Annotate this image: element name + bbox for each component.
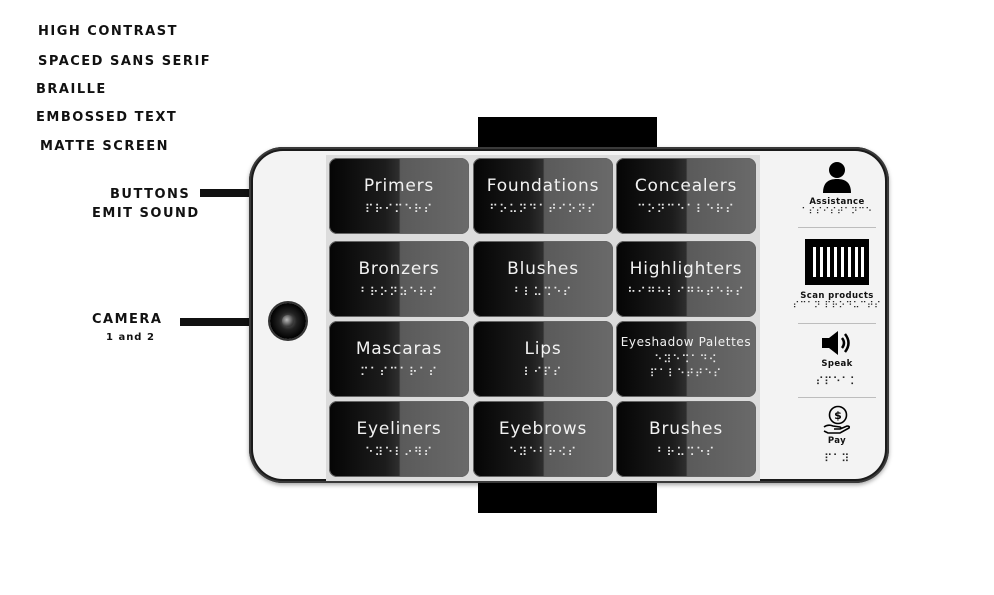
category-button-eyeshadow-palettes[interactable]: Eyeshadow Palettes ⠑⠽⠑⠩⠁⠙⠪ ⠏⠁⠇⠑⠞⠞⠑⠎ [616,321,756,397]
speaker-icon [822,331,850,355]
category-label: Eyeliners [356,419,442,439]
scan-products-button[interactable]: Scan products ⠎⠉⠁⠝ ⠏⠗⠕⠙⠥⠉⠞⠎ [792,239,882,311]
category-braille: ⠑⠽⠑⠇⠔⠻⠎ [364,445,434,459]
category-braille: ⠓⠊⠛⠓⠇⠊⠛⠓⠞⠑⠗⠎ [627,285,745,299]
category-button-bronzers[interactable]: Bronzers ⠃⠗⠕⠝⠵⠑⠗⠎ [329,241,469,317]
category-braille: ⠉⠕⠝⠉⠑⠁⠇⠑⠗⠎ [637,202,735,216]
category-label: Brushes [649,419,723,439]
device-strap-top [478,117,657,151]
category-button-foundations[interactable]: Foundations ⠋⠕⠥⠝⠙⠁⠞⠊⠕⠝⠎ [473,158,613,234]
assistance-label: Assistance [809,197,865,207]
device-strap-bottom [478,479,657,513]
category-button-blushes[interactable]: Blushes ⠃⠇⠥⠩⠑⠎ [473,241,613,317]
assistance-button[interactable]: Assistance ⠁⠎⠎⠊⠎⠞⠁⠝⠉⠑ [792,161,882,217]
category-button-concealers[interactable]: Concealers ⠉⠕⠝⠉⠑⠁⠇⠑⠗⠎ [616,158,756,234]
category-label: Eyebrows [498,419,588,439]
category-braille: ⠋⠕⠥⠝⠙⠁⠞⠊⠕⠝⠎ [489,202,597,216]
scan-products-braille: ⠎⠉⠁⠝ ⠏⠗⠕⠙⠥⠉⠞⠎ [792,301,882,311]
feature-matte-screen: MATTE SCREEN [40,139,169,154]
feature-high-contrast: HIGH CONTRAST [38,24,178,39]
scan-products-label: Scan products [800,291,874,301]
category-braille: ⠃⠇⠥⠩⠑⠎ [513,285,573,299]
category-label: Lips [524,339,562,359]
sidebar-divider [798,227,876,228]
category-braille: ⠑⠽⠑⠃⠗⠪⠎ [508,445,578,459]
sidebar-divider [798,323,876,324]
buttons-callout-line2: EMIT SOUND [92,206,200,221]
sidebar-divider [798,397,876,398]
camera-glass [282,315,294,327]
camera-callout-line1: CAMERA [92,312,163,327]
category-label: Blushes [507,259,579,279]
category-button-lips[interactable]: Lips ⠇⠊⠏⠎ [473,321,613,397]
person-icon [823,162,851,193]
feature-spaced-sans-serif: SPACED SANS SERIF [38,54,212,69]
speak-braille: ⠎⠏⠑⠁⠅ [815,375,859,388]
category-braille: ⠍⠁⠎⠉⠁⠗⠁⠎ [359,365,439,379]
camera-lens-icon [270,303,306,339]
pay-label: Pay [827,436,847,446]
category-button-mascaras[interactable]: Mascaras ⠍⠁⠎⠉⠁⠗⠁⠎ [329,321,469,397]
category-grid: Primers ⠏⠗⠊⠍⠑⠗⠎ Foundations ⠋⠕⠥⠝⠙⠁⠞⠊⠕⠝⠎ … [326,155,760,481]
category-braille: ⠃⠗⠥⠩⠑⠎ [656,445,716,459]
category-label: Highlighters [629,259,743,279]
category-button-eyebrows[interactable]: Eyebrows ⠑⠽⠑⠃⠗⠪⠎ [473,401,613,477]
speak-button[interactable]: Speak ⠎⠏⠑⠁⠅ [792,329,882,387]
category-braille: ⠃⠗⠕⠝⠵⠑⠗⠎ [359,285,439,299]
category-button-primers[interactable]: Primers ⠏⠗⠊⠍⠑⠗⠎ [329,158,469,234]
buttons-callout-arrow-shaft [200,189,276,197]
category-label: Bronzers [358,259,440,279]
category-button-highlighters[interactable]: Highlighters ⠓⠊⠛⠓⠇⠊⠛⠓⠞⠑⠗⠎ [616,241,756,317]
pay-braille: ⠏⠁⠽ [824,452,850,465]
category-label: Mascaras [355,339,443,359]
assistance-braille: ⠁⠎⠎⠊⠎⠞⠁⠝⠉⠑ [801,207,873,217]
camera-callout-arrow-shaft [180,318,260,326]
pay-button[interactable]: $ Pay ⠏⠁⠽ [792,405,882,464]
category-label: Concealers [634,176,738,196]
feature-embossed-text: EMBOSSED TEXT [36,110,178,125]
category-label: Primers [363,176,435,196]
category-braille: ⠏⠗⠊⠍⠑⠗⠎ [364,202,434,216]
camera-callout-line2: 1 and 2 [106,332,155,343]
svg-text:$: $ [834,409,842,422]
category-button-eyeliners[interactable]: Eyeliners ⠑⠽⠑⠇⠔⠻⠎ [329,401,469,477]
category-button-brushes[interactable]: Brushes ⠃⠗⠥⠩⠑⠎ [616,401,756,477]
speak-label: Speak [821,359,853,369]
category-label: Foundations [486,176,600,196]
feature-braille: BRAILLE [36,82,107,97]
buttons-callout-line1: BUTTONS [110,187,191,202]
hand-dollar-icon: $ [823,405,851,434]
category-braille: ⠇⠊⠏⠎ [523,365,563,379]
barcode-icon [805,239,869,285]
action-sidebar: Assistance ⠁⠎⠎⠊⠎⠞⠁⠝⠉⠑ Scan products ⠎⠉⠁⠝… [792,155,882,481]
category-label: Eyeshadow Palettes [620,335,752,349]
category-braille: ⠑⠽⠑⠩⠁⠙⠪ ⠏⠁⠇⠑⠞⠞⠑⠎ [649,353,723,380]
